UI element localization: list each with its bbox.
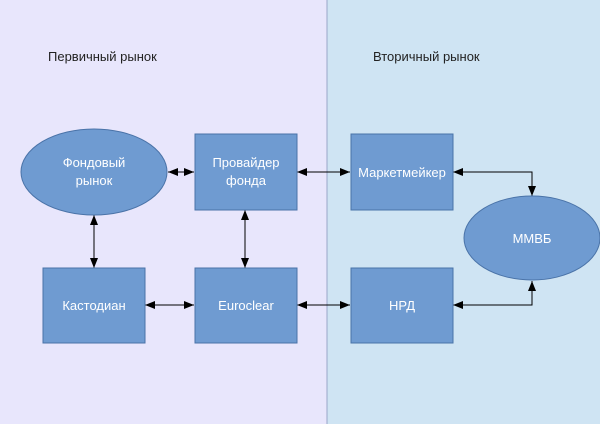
nrd-label: НРД: [389, 298, 415, 313]
node-nrd: НРД: [350, 267, 454, 344]
marketmaker-shape: [350, 133, 454, 211]
provider-label-line1: Провайдер: [212, 155, 279, 170]
marketmaker-label: Маркетмейкер: [358, 165, 446, 180]
node-custodian: Кастодиан: [42, 267, 146, 344]
node-exchange: Фондовый рынок: [20, 128, 168, 216]
mmvb-shape: [463, 195, 600, 281]
nrd-shape: [350, 267, 454, 344]
primary-market-title: Первичный рынок: [48, 49, 157, 64]
node-euroclear: Euroclear: [194, 267, 298, 344]
mmvb-label: ММВБ: [513, 231, 552, 246]
euroclear-shape: [194, 267, 298, 344]
custodian-label: Кастодиан: [62, 298, 125, 313]
euroclear-label: Euroclear: [218, 298, 274, 313]
exchange-label-line1: Фондовый: [63, 155, 126, 170]
primary-market-panel: [0, 0, 327, 424]
provider-label-line2: фонда: [226, 173, 267, 188]
edge-nrd-mmvb: [453, 281, 536, 309]
provider-shape: [194, 133, 298, 211]
exchange-label-line2: рынок: [76, 173, 113, 188]
edge-marketmaker-mmvb: [453, 168, 536, 196]
node-provider: Провайдер фонда: [194, 133, 298, 211]
node-marketmaker: Маркетмейкер: [350, 133, 454, 211]
node-mmvb: ММВБ: [463, 195, 600, 281]
exchange-shape: [20, 128, 168, 216]
edges: [90, 168, 536, 309]
secondary-market-title: Вторичный рынок: [373, 49, 480, 64]
custodian-shape: [42, 267, 146, 344]
